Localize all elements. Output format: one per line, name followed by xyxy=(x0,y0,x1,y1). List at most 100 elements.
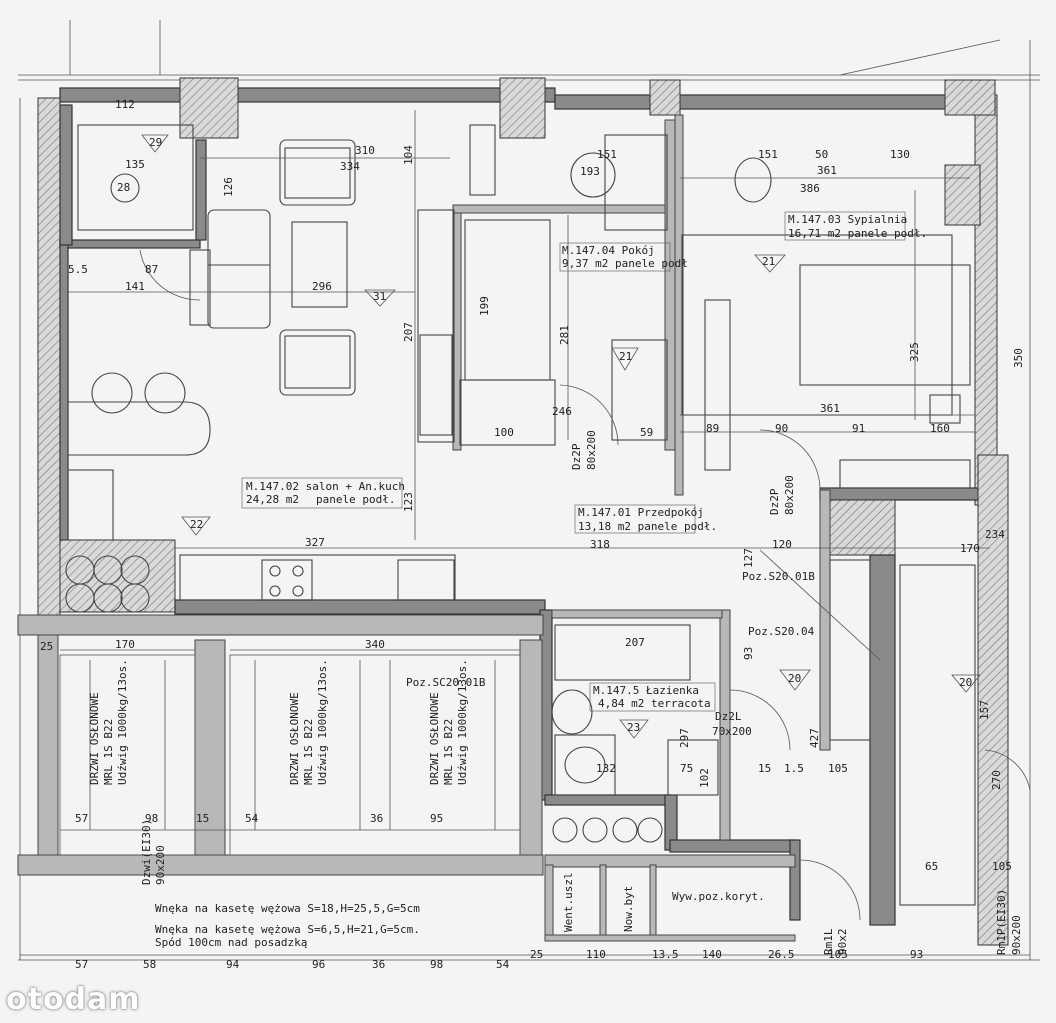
svg-text:DRZWI OSŁONOWE: DRZWI OSŁONOWE xyxy=(428,692,441,785)
svg-text:50: 50 xyxy=(815,148,828,161)
otodam-watermark-logo: otodam xyxy=(6,982,141,1017)
svg-text:334: 334 xyxy=(340,160,360,173)
svg-text:246: 246 xyxy=(552,405,572,418)
interior-walls xyxy=(17,114,831,942)
svg-text:panele podł.: panele podł. xyxy=(316,493,395,506)
svg-text:207: 207 xyxy=(625,636,645,649)
svg-text:28: 28 xyxy=(117,181,130,194)
svg-text:54: 54 xyxy=(496,958,510,971)
svg-text:Poz.SC20.01B: Poz.SC20.01B xyxy=(406,676,486,689)
furniture xyxy=(65,124,976,906)
svg-text:199: 199 xyxy=(478,296,491,316)
svg-text:327: 327 xyxy=(305,536,325,549)
svg-text:98: 98 xyxy=(430,958,443,971)
svg-text:24,28 m2: 24,28 m2 xyxy=(246,493,299,506)
svg-text:270: 270 xyxy=(990,770,1003,790)
svg-text:140: 140 xyxy=(702,948,722,961)
position-tags: Poz.S20.01B Poz.S20.04 Poz.SC20.01B xyxy=(406,570,815,689)
svg-text:80x200: 80x200 xyxy=(783,475,796,515)
room-label-hall: M.147.01 Przedpokój 13,18 m2 panele podł… xyxy=(574,504,717,534)
svg-text:MRL 1S B22: MRL 1S B22 xyxy=(442,719,455,785)
door-swings xyxy=(139,249,1031,921)
svg-text:130: 130 xyxy=(890,148,910,161)
svg-text:120: 120 xyxy=(772,538,792,551)
svg-text:20: 20 xyxy=(959,676,972,689)
svg-text:100: 100 xyxy=(494,426,514,439)
svg-text:325: 325 xyxy=(908,342,921,362)
svg-text:90: 90 xyxy=(775,422,788,435)
svg-text:90x200: 90x200 xyxy=(1010,915,1023,955)
svg-text:57: 57 xyxy=(75,958,88,971)
svg-text:160: 160 xyxy=(930,422,950,435)
svg-text:DRZWI OSŁONOWE: DRZWI OSŁONOWE xyxy=(288,692,301,785)
svg-text:1.5: 1.5 xyxy=(784,762,804,775)
svg-text:318: 318 xyxy=(590,538,610,551)
svg-text:193: 193 xyxy=(580,165,600,178)
svg-text:Poz.S20.04: Poz.S20.04 xyxy=(748,625,815,638)
svg-text:Rm1P(EI30): Rm1P(EI30) xyxy=(995,889,1008,955)
svg-text:MRL 1S B22: MRL 1S B22 xyxy=(102,719,115,785)
svg-text:65: 65 xyxy=(925,860,938,873)
svg-text:80x200: 80x200 xyxy=(585,430,598,470)
notes: Wnęka na kasetę wężowa S=18,H=25,5,G=5cm… xyxy=(155,902,420,949)
svg-text:Poz.S20.01B: Poz.S20.01B xyxy=(742,570,815,583)
svg-text:Dzwi(EI30): Dzwi(EI30) xyxy=(140,819,153,885)
svg-text:M.147.03 Sypialnia: M.147.03 Sypialnia xyxy=(788,213,907,226)
svg-text:89: 89 xyxy=(706,422,719,435)
svg-text:94: 94 xyxy=(226,958,240,971)
svg-text:98: 98 xyxy=(145,812,158,825)
outer-walls xyxy=(37,77,1009,946)
svg-text:21: 21 xyxy=(619,350,632,363)
svg-text:361: 361 xyxy=(820,402,840,415)
floor-markers: 29 28 22 31 21 21 20 23 20 xyxy=(117,134,981,739)
svg-text:93: 93 xyxy=(910,948,923,961)
svg-text:M.147.5 Łazienka: M.147.5 Łazienka xyxy=(593,684,699,697)
svg-text:Dz2L: Dz2L xyxy=(715,710,742,723)
svg-text:75: 75 xyxy=(680,762,693,775)
svg-text:126: 126 xyxy=(222,177,235,197)
door-labels: Dz2L 70x200 Dz2P 80x200 Dz2P 80x200 Rm1P… xyxy=(140,430,1023,955)
room-label-living: M.147.02 salon + An.kuch 24,28 m2 panele… xyxy=(241,477,405,509)
room-label-room: M.147.04 Pokój 9,37 m2 panele podł xyxy=(559,242,688,272)
svg-text:127: 127 xyxy=(742,548,755,568)
svg-text:87: 87 xyxy=(145,263,158,276)
svg-text:Udźwig 1000kg/13os.: Udźwig 1000kg/13os. xyxy=(316,659,329,785)
svg-text:5.5: 5.5 xyxy=(68,263,88,276)
svg-text:281: 281 xyxy=(558,325,571,345)
svg-text:157: 157 xyxy=(978,700,991,720)
svg-text:170: 170 xyxy=(115,638,135,651)
svg-text:M.147.02 salon + An.kuch: M.147.02 salon + An.kuch xyxy=(246,480,405,493)
svg-text:15: 15 xyxy=(758,762,771,775)
svg-text:Rm1L: Rm1L xyxy=(822,928,835,955)
svg-text:13.5: 13.5 xyxy=(652,948,679,961)
svg-text:DRZWI OSŁONOWE: DRZWI OSŁONOWE xyxy=(88,692,101,785)
svg-text:297: 297 xyxy=(678,728,691,748)
svg-text:4,84 m2 terracota: 4,84 m2 terracota xyxy=(598,697,711,710)
svg-text:141: 141 xyxy=(125,280,145,293)
svg-text:296: 296 xyxy=(312,280,332,293)
svg-text:25: 25 xyxy=(530,948,543,961)
room-label-bedroom: M.147.03 Sypialnia 16,71 m2 panele podł. xyxy=(784,211,927,241)
svg-text:207: 207 xyxy=(402,322,415,342)
svg-text:Udźwig 1000kg/13os.: Udźwig 1000kg/13os. xyxy=(456,659,469,785)
svg-text:90x200: 90x200 xyxy=(154,845,167,885)
svg-text:Wnęka na kasetę wężowa S=6,5,H: Wnęka na kasetę wężowa S=6,5,H=21,G=5cm. xyxy=(155,923,420,936)
svg-text:25: 25 xyxy=(40,640,53,653)
svg-text:105: 105 xyxy=(828,762,848,775)
svg-text:15: 15 xyxy=(196,812,209,825)
svg-text:91: 91 xyxy=(852,422,865,435)
svg-text:102: 102 xyxy=(698,768,711,788)
svg-text:M.147.01 Przedpokój: M.147.01 Przedpokój xyxy=(578,506,704,519)
svg-text:105: 105 xyxy=(992,860,1012,873)
svg-text:Udźwig 1000kg/13os.: Udźwig 1000kg/13os. xyxy=(116,659,129,785)
svg-text:90x2: 90x2 xyxy=(836,929,849,956)
svg-text:95: 95 xyxy=(430,812,443,825)
svg-text:93: 93 xyxy=(742,647,755,660)
storage-sketches xyxy=(59,654,521,856)
svg-text:13,18 m2 panele podł.: 13,18 m2 panele podł. xyxy=(578,520,717,533)
svg-text:170: 170 xyxy=(960,542,980,555)
svg-text:26.5: 26.5 xyxy=(768,948,795,961)
svg-text:Spód 100cm nad posadzką: Spód 100cm nad posadzką xyxy=(155,936,308,949)
svg-text:350: 350 xyxy=(1012,348,1025,368)
svg-text:16,71 m2 panele podł.: 16,71 m2 panele podł. xyxy=(788,227,927,240)
